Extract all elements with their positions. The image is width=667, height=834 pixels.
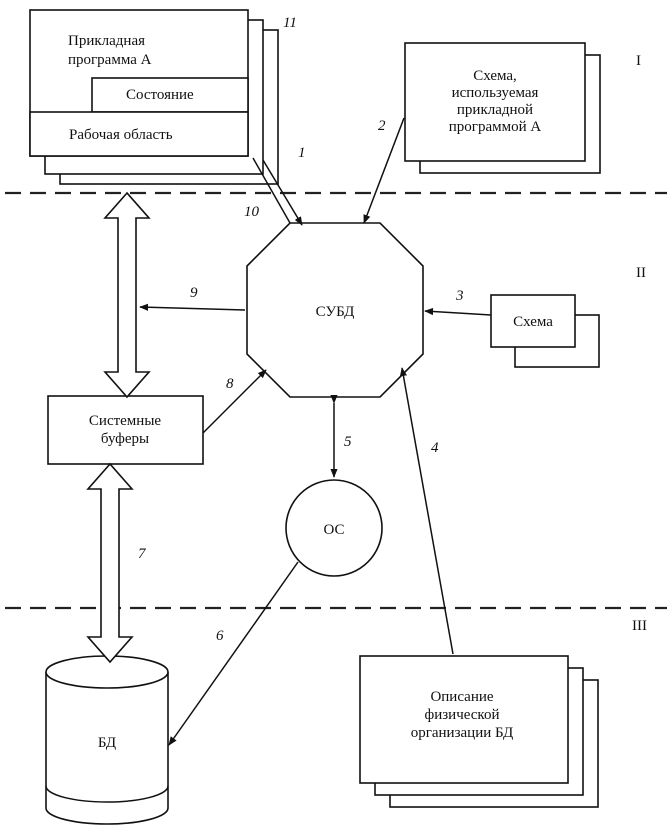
- app-schema-stack: Схема, используемая прикладной программо…: [404, 42, 601, 174]
- arrow-4: [399, 367, 454, 655]
- database-cylinder: БД: [45, 655, 169, 825]
- os-circle: [285, 479, 383, 577]
- line-10: [252, 157, 291, 224]
- arrow-2: [363, 117, 405, 224]
- db-label: БД: [98, 735, 116, 751]
- os-label: ОС: [323, 522, 344, 538]
- flow-number-10: 10: [244, 204, 260, 220]
- state-label: Состояние: [126, 87, 194, 103]
- system-buffers-line-2: буферы: [101, 431, 149, 447]
- app-schema-line-1: Схема,: [473, 68, 517, 84]
- hollow-arrow-program-buffers: [103, 191, 151, 399]
- workspace-box: [29, 111, 249, 157]
- application-program-stack: Прикладная программа A Состояние Рабочая…: [29, 9, 279, 185]
- flow-number-1: 1: [298, 145, 306, 161]
- physical-line-3: организации БД: [411, 725, 514, 741]
- schema-box: [490, 294, 576, 348]
- schema-label: Схема: [513, 314, 553, 330]
- db-body: [45, 672, 169, 825]
- program-title-line-1: Прикладная: [68, 33, 145, 49]
- system-buffers-line-1: Системные: [89, 413, 162, 429]
- arrow-8: [202, 369, 267, 434]
- arrow-9: [139, 303, 246, 311]
- workspace-label: Рабочая область: [69, 127, 173, 143]
- flow-number-9: 9: [190, 285, 198, 301]
- level-label-3: III: [632, 618, 647, 634]
- system-buffers-box: [47, 395, 204, 465]
- state-box: [91, 77, 249, 113]
- arrow-6: [168, 561, 299, 746]
- level-label-2: II: [636, 265, 646, 281]
- physical-line-2: физической: [425, 707, 500, 723]
- arrow-3: [424, 307, 492, 316]
- flow-number-11: 11: [283, 15, 297, 31]
- db-top: [45, 655, 169, 689]
- flow-number-4: 4: [431, 440, 439, 456]
- arrow-1: [262, 159, 303, 226]
- dbms-label: СУБД: [316, 304, 355, 320]
- physical-description-stack: Описание физической организации БД: [359, 655, 599, 808]
- app-schema-box: [404, 42, 586, 162]
- app-schema-line-4: программой A: [449, 119, 542, 135]
- hollow-arrow-buffers-db: [86, 462, 134, 664]
- flow-number-3: 3: [455, 288, 464, 304]
- flow-number-5: 5: [344, 434, 352, 450]
- program-title-line-2: программа A: [68, 52, 152, 68]
- flow-number-2: 2: [378, 118, 386, 134]
- level-label-1: I: [636, 53, 641, 69]
- flow-number-6: 6: [216, 628, 224, 644]
- physical-line-1: Описание: [430, 689, 493, 705]
- schema-stack: Схема: [490, 294, 600, 368]
- flow-number-8: 8: [226, 376, 234, 392]
- dbms-octagon: [246, 222, 424, 398]
- app-schema-line-3: прикладной: [457, 102, 533, 118]
- flow-number-7: 7: [138, 546, 147, 562]
- db-inner-band: [45, 785, 169, 803]
- physical-description-box: [359, 655, 569, 784]
- app-schema-line-2: используемая: [452, 85, 539, 101]
